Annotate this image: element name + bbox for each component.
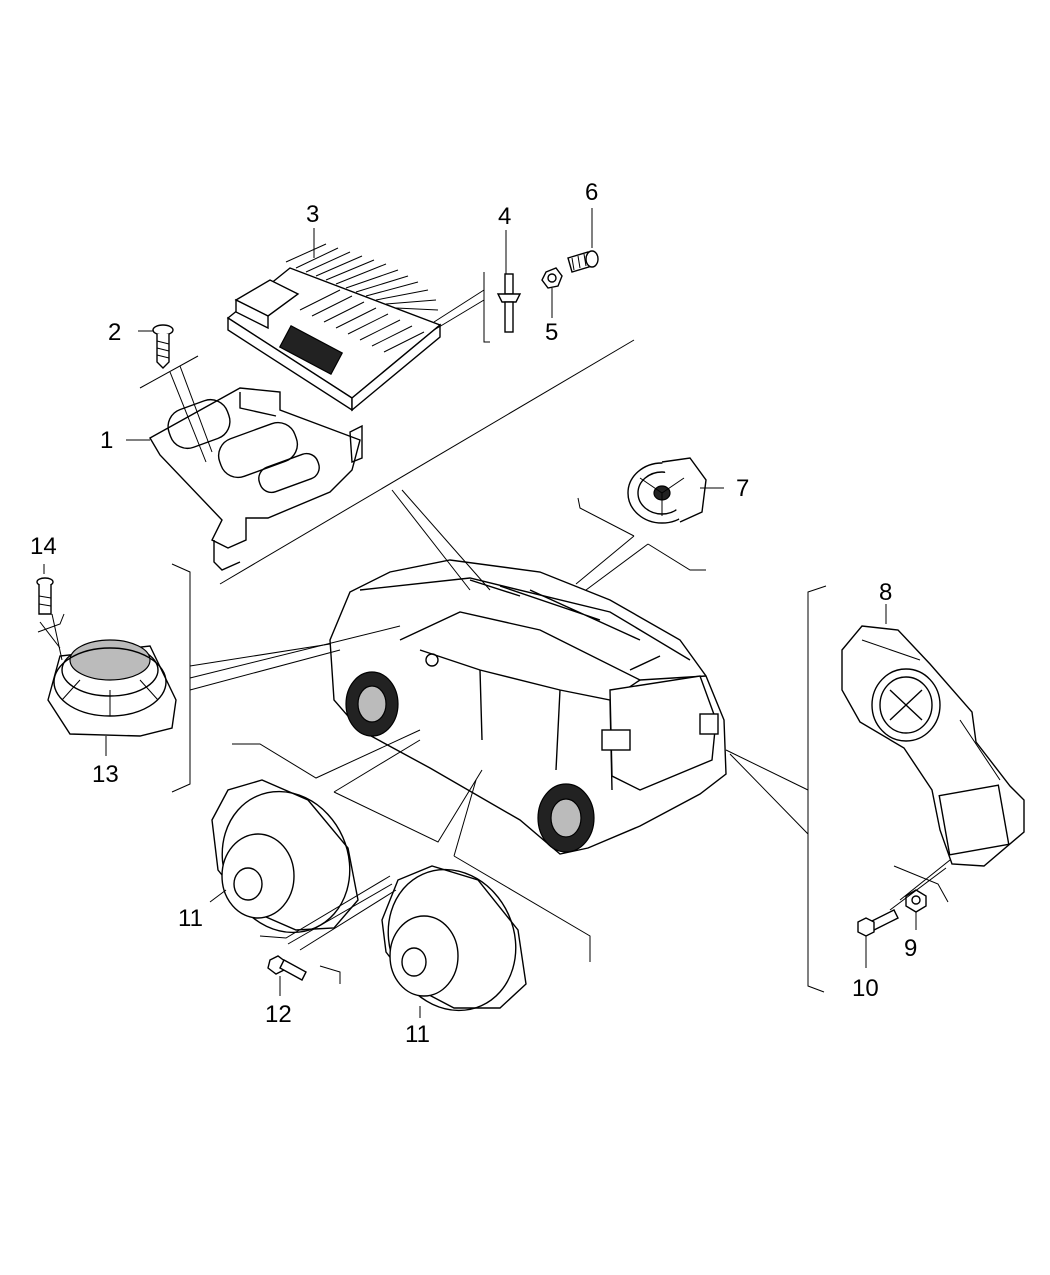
callout-1: 1 [100,427,113,454]
bracket-part-1 [149,387,363,571]
callout-2: 2 [108,319,121,346]
callout-14: 14 [30,533,57,560]
callout-7: 7 [736,475,749,502]
callout-3: 3 [306,201,319,228]
callout-4: 4 [498,203,511,230]
amplifier-part-3 [226,243,442,412]
callout-10: 10 [852,975,879,1002]
speaker-part-13 [47,639,177,737]
callout-labels: 1 2 3 4 5 6 7 8 9 10 11 11 12 13 14 [30,179,917,1048]
nut-part-5 [541,267,563,289]
door-speaker-part-11b [381,865,527,1012]
callout-5: 5 [545,319,558,346]
rivet-part-4 [496,273,522,333]
callout-11-left: 11 [178,905,203,932]
callout-12: 12 [265,1001,292,1028]
callout-9: 9 [904,935,917,962]
callout-6: 6 [585,179,598,206]
callout-13: 13 [92,761,119,788]
vehicle-illustration [329,559,727,855]
bolt-part-10 [857,909,899,937]
screw-part-2 [152,324,174,369]
bolt-part-6 [567,250,599,273]
bolt-part-14 [36,577,54,615]
callout-11-right: 11 [405,1021,430,1048]
subwoofer-part-8 [841,625,1025,867]
tweeter-part-7 [627,457,707,524]
door-speaker-part-11a [211,779,359,934]
bolt-part-12 [267,955,307,981]
leader-lines [37,208,951,1018]
callout-8: 8 [879,579,892,606]
